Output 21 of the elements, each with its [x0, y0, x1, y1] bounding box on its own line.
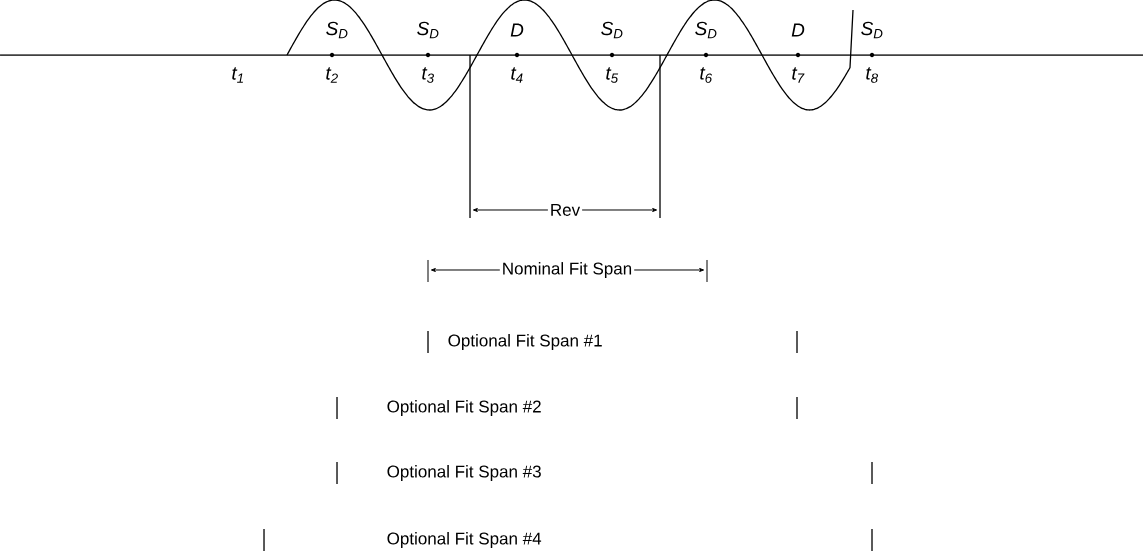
span-label: Optional Fit Span #1 [448, 334, 602, 350]
region-label: S$_{D}$ [601, 21, 623, 39]
region-label: D [791, 23, 805, 37]
region-label: S$_{D}$ [695, 21, 717, 39]
region-label: S$_{D}$ [326, 21, 348, 39]
region-label: D [510, 23, 524, 37]
region-label: S$_{D}$ [861, 21, 883, 39]
dimension-label: Rev [547, 202, 583, 218]
time-label: t$_{8}$ [866, 67, 878, 83]
region-label: S$_{D}$ [417, 21, 439, 39]
time-label: t$_{7}$ [792, 67, 805, 83]
span-label: Optional Fit Span #3 [387, 465, 541, 481]
time-label: t$_{6}$ [700, 67, 713, 83]
time-label: t$_{4}$ [511, 67, 523, 83]
time-label: t$_{2}$ [326, 67, 338, 83]
dimension-label: Nominal Fit Span [499, 260, 635, 280]
span-label: Optional Fit Span #2 [387, 400, 541, 416]
time-label: t$_{1}$ [232, 67, 243, 83]
time-label: t$_{3}$ [422, 67, 434, 83]
time-label: t$_{5}$ [606, 67, 619, 83]
span-label: Optional Fit Span #4 [387, 532, 542, 548]
